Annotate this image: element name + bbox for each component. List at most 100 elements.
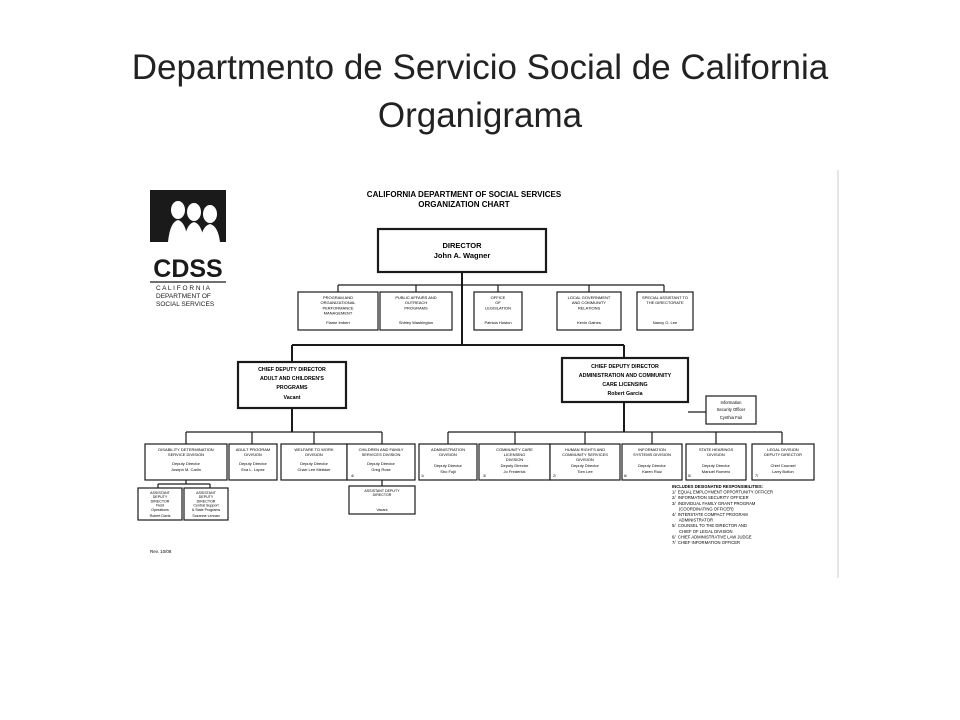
staff-office-line: THE DIRECTORATE [646,300,684,305]
division-line: DIVISION [305,452,323,457]
staff-office-name: Patricia Huston [484,320,511,325]
notes-line: 1/ EQUAL EMPLOYMENT OPPORTUNITY OFFICER [672,490,773,495]
assistant-deputy-box: ASSISTANTDEPUTYDIRECTORFieldOperationsRo… [137,487,183,521]
logo-line-1: C A L I F O R N I A [156,285,211,292]
assistant-deputy-row: ASSISTANTDEPUTYDIRECTORFieldOperationsRo… [137,485,416,521]
division-role: Deputy Director [367,461,395,466]
footnote-mark: 1/ [421,474,425,478]
division-line: DEPUTY DIRECTOR [764,452,802,457]
division-line: SYSTEMS DIVISION [633,452,671,457]
assistant-deputy-line: & State Programs [192,508,221,512]
logo-heads-icon [168,201,220,242]
staff-office-box: PROGRAM ANDORGANIZATIONALPERFORMANCEMANA… [297,291,379,331]
slide-title: Departmento de Servicio Social de Califo… [0,44,960,140]
assistant-deputy-line: Field [156,504,164,508]
division-line: INFORMATION [638,447,666,452]
connector-lines [157,272,783,488]
staff-offices-row: PROGRAM ANDORGANIZATIONALPERFORMANCEMANA… [297,291,694,331]
staff-office-line: PROGRAM AND [323,295,353,300]
staff-office-line: RELATIONS [578,305,601,310]
division-line: SERVICES DIVISION [362,452,401,457]
division-line: CHILDREN AND FAMILY [359,447,404,452]
footnote-marks: 4/1/3/2/6/5/7/ [351,474,759,478]
assistant-deputy-line: Central Support [193,504,218,508]
division-name: Charr Lee Metsker [297,467,331,472]
division-role: Deputy Director [571,463,599,468]
footnote-mark: 4/ [351,474,355,478]
division-name: Eva L. Lopez [241,467,264,472]
director-name: John A. Wagner [434,251,491,260]
notes-line: CHIEF OF LEGAL DIVISION [672,529,733,534]
division-line: STATE HEARINGS [699,447,734,452]
assistant-deputy-line: Operations [151,508,169,512]
chief-left-line-1: CHIEF DEPUTY DIRECTOR [258,367,326,373]
division-name: Sho Fujii [440,469,456,474]
notes-line: 7/ CHIEF INFORMATION OFFICER [672,540,740,545]
chief-right-line-2: ADMINISTRATION AND COMMUNITY [579,373,672,379]
division-role: Deputy Director [300,461,328,466]
assistant-deputy-line: DIRECTOR [373,493,392,497]
slide-title-line-1: Departmento de Servicio Social de Califo… [131,48,829,87]
staff-office-line: MANAGEMENT [324,311,353,316]
division-line: DIVISION [439,452,457,457]
staff-office-line: PUBLIC AFFAIRS AND [395,295,436,300]
chart-header-line-2: ORGANIZATION CHART [418,200,510,209]
staff-office-line: OFFICE [491,295,506,300]
division-role: Deputy Director [702,463,730,468]
division-name: Tom Lee [577,469,593,474]
notes-line: 2/ INFORMATION SECURITY OFFICER [672,495,749,500]
footnote-mark: 5/ [688,474,692,478]
chief-right-name: Robert Garcia [607,391,642,397]
division-line: ADULT PROGRAM [236,447,271,452]
staff-office-line: OF [495,300,501,305]
chief-deputy-right-box: CHIEF DEPUTY DIRECTOR ADMINISTRATION AND… [560,356,690,404]
staff-office-line: SPECIAL ASSISTANT TO [642,295,688,300]
staff-office-line: LOCAL GOVERNMENT [568,295,611,300]
security-line-2: Security Officer [717,407,746,412]
division-role: Deputy Director [434,463,462,468]
division-line: COMMUNITY SERVICES [562,452,608,457]
assistant-deputy-line: DEPUTY [153,495,168,499]
staff-office-line: LEGISLATION [485,305,511,310]
division-line: HUMAN RIGHTS AND [565,447,605,452]
notes-line: (COORDINATING OFFICER) [672,506,734,511]
footnote-mark: 3/ [483,474,487,478]
security-line-1: Information [721,400,743,405]
division-line: DIVISION [707,452,725,457]
revision-date: Rev. 10/08 [150,549,172,554]
staff-office-line: OUTREACH [405,300,428,305]
staff-office-name: Shirley Washington [399,320,433,325]
division-line: COMMUNITY CARE [496,447,533,452]
staff-office-name: Kevin Gaines [577,320,601,325]
notes-line: 4/ INTERSTATE COMPACT PROGRAM [672,512,748,517]
staff-office-name: Nancy O. Lee [653,320,678,325]
division-role: Chief Counsel [770,463,795,468]
logo-line-3: SOCIAL SERVICES [156,301,215,308]
division-role: Deputy Director [638,463,666,468]
division-line: LEGAL DIVISION [767,447,799,452]
chief-deputy-left-box: CHIEF DEPUTY DIRECTOR ADULT AND CHILDREN… [236,360,348,410]
chief-left-line-3: PROGRAMS [276,385,308,391]
division-name: Karen Ruiz [642,469,662,474]
division-line: DISABILITY DETERMINATION [158,447,214,452]
staff-office-line: ORGANIZATIONAL [320,300,356,305]
division-line: SERVICE DIVISION [168,452,204,457]
logo-line-2: DEPARTMENT OF [156,293,211,300]
assistant-deputy-line: DEPUTY [199,495,214,499]
division-role: Deputy Director [172,461,200,466]
assistant-deputy-name: Vacant [377,508,388,512]
notes-heading: INCLUDES DESIGNATED RESPONSIBILITIES: [672,484,763,489]
